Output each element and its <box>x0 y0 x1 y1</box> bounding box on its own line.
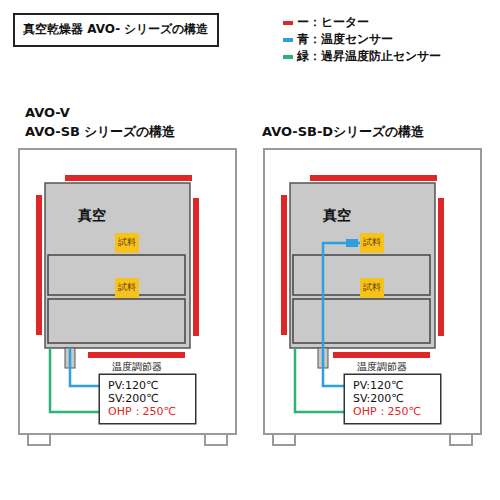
dryer-cabinet: AVO-VAVO-SB シリーズの構造真空試料試料温度調節器PV:120℃SV:… <box>20 150 235 433</box>
heading-text: AVO-SB-Dシリーズの構造 <box>262 122 424 141</box>
legend-swatch <box>283 38 293 42</box>
sensor-wire <box>50 348 100 412</box>
body-group: 試料 <box>363 282 381 293</box>
temperature-controller: 温度調節器PV:120℃SV:200℃OHP：250℃ <box>345 375 440 423</box>
legend-text: 青：温度センサー <box>297 31 393 48</box>
title-box: 真空乾燥器 AVO- シリーズの構造 <box>15 15 217 45</box>
node-text: 試料 <box>363 282 381 293</box>
heading-text: AVO-V <box>25 103 70 122</box>
heading-group: AVO-SB-Dシリーズの構造 <box>262 122 424 141</box>
legend-swatch <box>283 55 293 59</box>
body-group: 真空乾燥器 AVO- シリーズの構造 <box>23 22 208 36</box>
heading-text: AVO-SB シリーズの構造 <box>25 122 176 141</box>
shelf <box>48 299 185 343</box>
heater <box>65 175 192 181</box>
heater <box>36 195 42 335</box>
legend-row: 青：温度センサー <box>283 31 441 48</box>
heading-group: 温度調節器 <box>112 360 162 373</box>
heater <box>333 352 430 358</box>
sample-box: 試料 <box>360 278 384 298</box>
body-group: PV:120℃SV:200℃OHP：250℃ <box>353 379 421 418</box>
heater <box>438 198 444 336</box>
sensor-wire <box>323 243 360 386</box>
sensor-wire <box>295 348 345 412</box>
node-text: 試料 <box>118 282 136 293</box>
node-text: 真空乾燥器 AVO- シリーズの構造 <box>23 22 208 36</box>
shelf <box>293 299 430 343</box>
legend-row: 緑：過昇温度防止センサー <box>283 48 441 65</box>
node-text: 真空 <box>78 207 106 224</box>
node-text: PV:120℃ <box>108 379 158 392</box>
foot <box>450 434 472 445</box>
legend-row: ー：ヒーター <box>283 14 441 31</box>
legend-text: 緑：過昇温度防止センサー <box>297 48 441 65</box>
body-group: 試料 <box>118 237 136 248</box>
sample-box: 試料 <box>360 233 384 253</box>
legend-text: ー：ヒーター <box>297 14 369 31</box>
node-text: SV:200℃ <box>353 392 404 405</box>
node-text: OHP：250℃ <box>353 405 421 418</box>
sample-box: 試料 <box>115 278 139 298</box>
node-text: SV:200℃ <box>108 392 159 405</box>
sample-box: 試料 <box>115 233 139 253</box>
foot <box>28 434 50 445</box>
dryer-cabinet: AVO-SB-Dシリーズの構造真空試料試料温度調節器PV:120℃SV:200℃… <box>265 150 480 433</box>
left-unit <box>28 175 227 445</box>
node-text: 真空 <box>323 207 351 224</box>
body-group: 真空 <box>323 207 351 224</box>
node-text: PV:120℃ <box>353 379 403 392</box>
body-group: 真空 <box>78 207 106 224</box>
heater <box>310 175 437 181</box>
foot <box>205 434 227 445</box>
legend: ー：ヒーター青：温度センサー緑：過昇温度防止センサー <box>283 14 441 65</box>
heater <box>88 352 185 358</box>
heading-text: 温度調節器 <box>112 360 162 373</box>
node-text: 試料 <box>363 237 381 248</box>
legend-swatch <box>283 21 293 25</box>
heater <box>193 198 199 336</box>
node-text: OHP：250℃ <box>108 405 176 418</box>
sensor-wire <box>70 348 100 386</box>
body-group: 試料 <box>363 237 381 248</box>
body-group: 試料 <box>118 282 136 293</box>
vacuum-chamber <box>290 183 435 348</box>
heading-group: AVO-VAVO-SB シリーズの構造 <box>25 103 176 141</box>
right-unit <box>273 175 472 445</box>
temperature-controller: 温度調節器PV:120℃SV:200℃OHP：250℃ <box>100 375 195 423</box>
body-group: PV:120℃SV:200℃OHP：250℃ <box>108 379 176 418</box>
vacuum-chamber <box>45 183 190 348</box>
heater <box>281 195 287 335</box>
heading-text: 温度調節器 <box>357 360 407 373</box>
node-text: 試料 <box>118 237 136 248</box>
foot <box>273 434 295 445</box>
heading-group: 温度調節器 <box>357 360 407 373</box>
vacuum-chamber: 真空試料試料 <box>45 183 190 348</box>
vacuum-chamber: 真空試料試料 <box>290 183 435 348</box>
